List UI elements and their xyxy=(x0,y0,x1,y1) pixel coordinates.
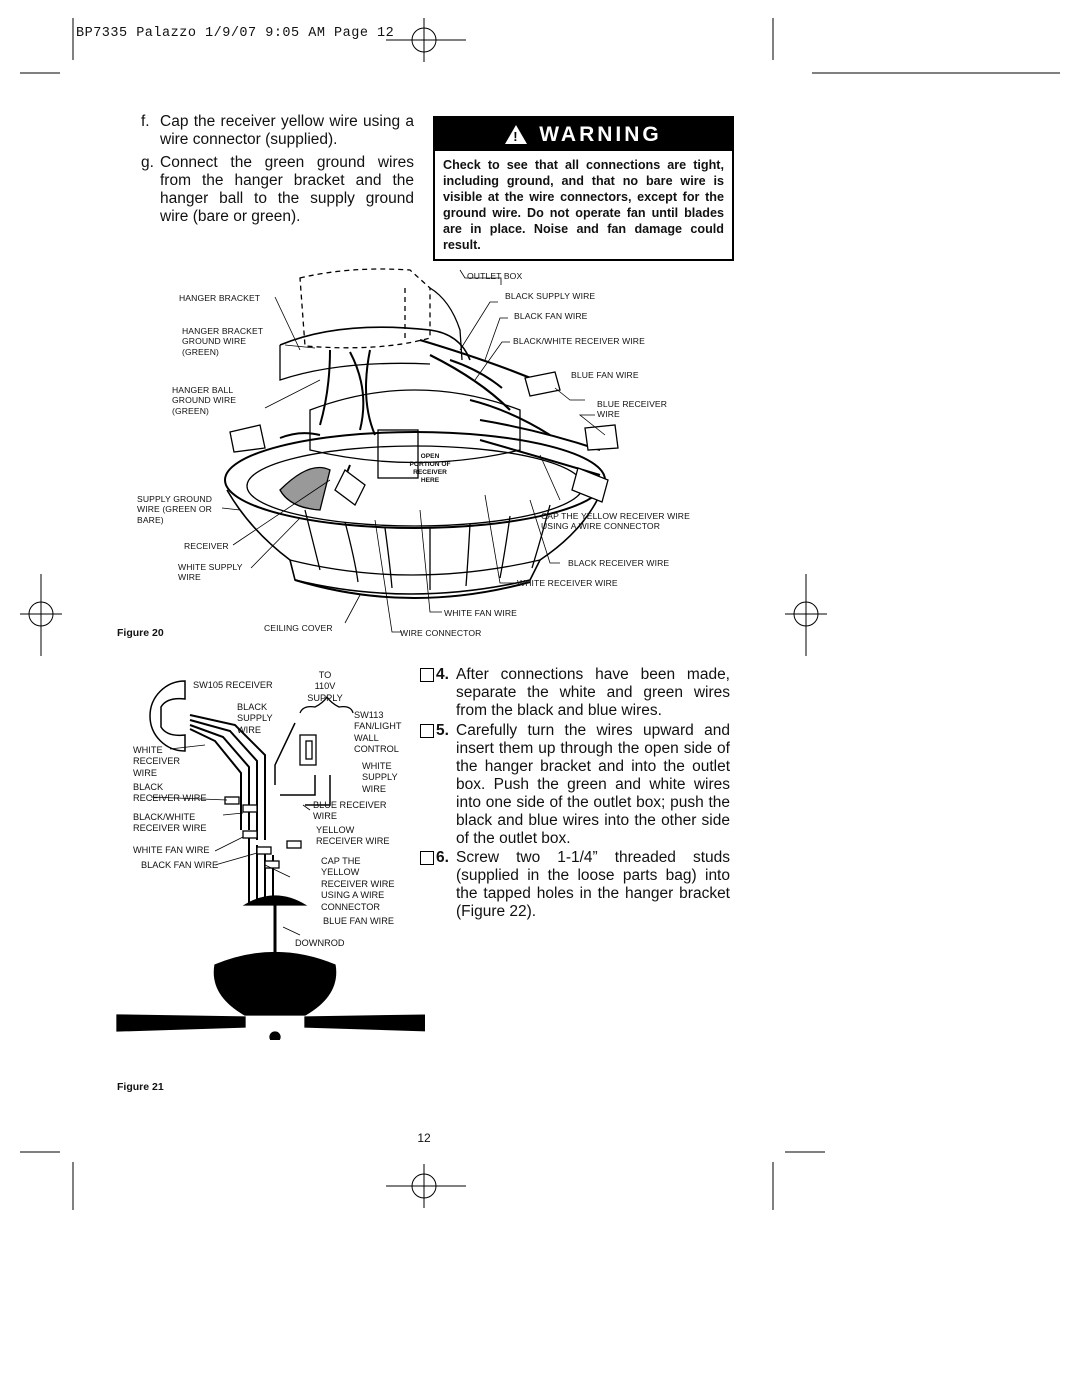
label-black-supply-wire: BLACK SUPPLY WIRE xyxy=(505,291,596,301)
step-4: 4. After connections have been made, sep… xyxy=(420,666,730,720)
step-text: Carefully turn the wires upward and inse… xyxy=(456,722,730,847)
label-blue-fan-wire: BLUE FAN WIRE xyxy=(323,916,394,926)
step-g: g. Connect the green ground wires from t… xyxy=(141,154,414,226)
step-f-label: f. xyxy=(141,113,150,130)
outlet-box xyxy=(299,268,431,349)
checkbox-icon xyxy=(420,668,434,682)
label-ceiling-cover: CEILING COVER xyxy=(264,623,333,633)
label-blue-fan-wire: BLUE FAN WIRE xyxy=(571,370,639,380)
step-number: 4. xyxy=(436,666,449,683)
step-6: 6. Screw two 1-1/4” threaded studs (supp… xyxy=(420,849,730,921)
figure-21-caption: Figure 21 xyxy=(117,1081,164,1093)
step-number: 6. xyxy=(436,849,449,866)
figure-20-wiring-illustration xyxy=(221,268,619,633)
step-text: Screw two 1-1/4” threaded studs (supplie… xyxy=(456,849,730,920)
figure-20-caption: Figure 20 xyxy=(117,627,164,639)
step-f: f. Cap the receiver yellow wire using a … xyxy=(141,113,414,149)
figure-21-wiring-schematic xyxy=(116,680,425,1040)
warning-header: ! WARNING xyxy=(435,118,732,151)
checkbox-icon xyxy=(420,724,434,738)
step-text: After connections have been made, separa… xyxy=(456,666,730,719)
checkbox-icon xyxy=(420,851,434,865)
label-white-fan-wire: WHITE FAN WIRE xyxy=(133,845,210,855)
label-black-fan-wire: BLACK FAN WIRE xyxy=(141,860,219,870)
step-g-label: g. xyxy=(141,154,154,171)
label-receiver: RECEIVER xyxy=(184,541,229,551)
label-wire-connector: WIRE CONNECTOR xyxy=(400,628,482,638)
step-5: 5. Carefully turn the wires upward and i… xyxy=(420,722,730,848)
warning-triangle-icon: ! xyxy=(505,125,528,144)
step-f-text: Cap the receiver yellow wire using a wir… xyxy=(160,113,414,148)
warning-box: ! WARNING Check to see that all connecti… xyxy=(433,116,734,261)
label-black-receiver-wire: BLACK RECEIVER WIRE xyxy=(568,558,670,568)
label-black-white-receiver-wire: BLACK/WHITE RECEIVER WIRE xyxy=(513,336,645,346)
label-downrod: DOWNROD xyxy=(295,938,345,948)
warning-text: Check to see that all connections are ti… xyxy=(443,158,724,252)
label-sw105-receiver: SW105 RECEIVER xyxy=(193,680,273,690)
label-white-fan-wire: WHITE FAN WIRE xyxy=(444,608,518,618)
label-black-fan-wire: BLACK FAN WIRE xyxy=(514,311,588,321)
page-number: 12 xyxy=(417,1131,431,1145)
label-white-receiver-wire: WHITE RECEIVER WIRE xyxy=(517,578,618,588)
print-slug: BP7335 Palazzo 1/9/07 9:05 AM Page 12 xyxy=(76,26,395,41)
step-g-text: Connect the green ground wires from the … xyxy=(160,154,414,225)
label-outlet-box: OUTLET BOX xyxy=(467,271,523,281)
step-number: 5. xyxy=(436,722,449,739)
label-hanger-bracket: HANGER BRACKET xyxy=(179,293,261,303)
warning-title: WARNING xyxy=(539,122,662,146)
